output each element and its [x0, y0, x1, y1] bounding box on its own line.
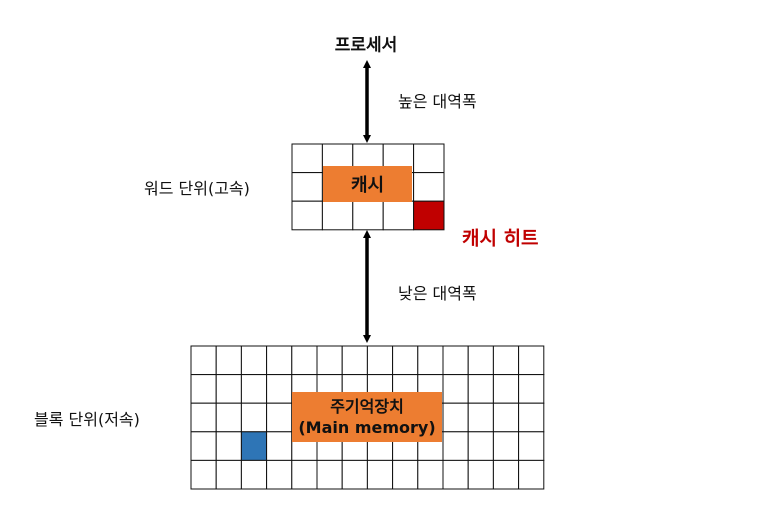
- memory-grid-cell: [467, 374, 494, 404]
- memory-grid-cell: [467, 431, 494, 461]
- cache-grid-cell: [321, 200, 354, 231]
- memory-grid-cell: [240, 374, 268, 404]
- cache-grid-cell: [352, 200, 384, 231]
- cache-grid-highlight-cell: [413, 200, 445, 231]
- memory-grid-cell: [266, 459, 293, 490]
- memory-grid-cell: [215, 402, 242, 433]
- cache-grid-cell: [413, 172, 445, 202]
- memory-grid-cell: [240, 345, 268, 376]
- memory-grid-cell: [190, 345, 217, 376]
- memory-grid-cell: [316, 459, 343, 490]
- memory-grid-cell: [442, 345, 469, 376]
- high-bandwidth-label: 높은 대역폭: [398, 92, 477, 111]
- memory-grid-cell: [291, 345, 318, 376]
- memory-grid-cell: [518, 431, 545, 461]
- cache-grid-cell: [382, 200, 415, 231]
- memory-grid-cell: [442, 459, 469, 490]
- memory-grid-cell: [190, 431, 217, 461]
- cache-label: 캐시: [350, 175, 385, 196]
- cache-box: 캐시: [323, 166, 412, 202]
- memory-grid-cell: [291, 459, 318, 490]
- memory-grid-cell: [518, 374, 545, 404]
- memory-grid-cell: [467, 345, 494, 376]
- memory-grid-cell: [215, 374, 242, 404]
- memory-grid-cell: [442, 402, 469, 433]
- memory-grid-cell: [392, 459, 419, 490]
- main-memory-english-label: (Main memory): [298, 418, 436, 437]
- main-memory-label: 주기억장치: [330, 397, 404, 416]
- memory-grid-cell: [518, 345, 545, 376]
- processor-label: 프로세서: [334, 35, 398, 56]
- memory-grid-highlight-cell: [240, 431, 268, 461]
- memory-grid-cell: [266, 374, 293, 404]
- memory-grid-cell: [492, 431, 520, 461]
- memory-grid-cell: [518, 402, 545, 433]
- memory-grid-cell: [492, 459, 520, 490]
- memory-grid-cell: [442, 374, 469, 404]
- cache-grid-cell: [291, 200, 323, 231]
- memory-grid-cell: [366, 459, 394, 490]
- cache-grid-cell: [413, 143, 445, 174]
- memory-grid-cell: [341, 345, 368, 376]
- memory-grid-cell: [392, 345, 419, 376]
- memory-grid-cell: [266, 431, 293, 461]
- memory-grid-cell: [215, 431, 242, 461]
- memory-grid-cell: [518, 459, 545, 490]
- memory-grid-cell: [442, 431, 469, 461]
- memory-grid-cell: [366, 345, 394, 376]
- word-unit-label: 워드 단위(고속): [144, 179, 250, 198]
- memory-grid-cell: [316, 345, 343, 376]
- memory-grid-cell: [492, 402, 520, 433]
- memory-grid-cell: [190, 459, 217, 490]
- cache-grid-cell: [291, 143, 323, 174]
- memory-grid-cell: [492, 345, 520, 376]
- low-bandwidth-label: 낮은 대역폭: [398, 284, 477, 303]
- memory-grid-cell: [190, 402, 217, 433]
- memory-grid-cell: [467, 459, 494, 490]
- memory-grid-cell: [240, 402, 268, 433]
- memory-grid-cell: [417, 459, 444, 490]
- memory-grid-cell: [492, 374, 520, 404]
- memory-grid-cell: [190, 374, 217, 404]
- cache-hit-label: 캐시 히트: [462, 227, 539, 250]
- cache-grid-cell: [291, 172, 323, 202]
- memory-grid-cell: [215, 459, 242, 490]
- main-memory-box: 주기억장치 (Main memory): [292, 392, 442, 442]
- memory-grid-cell: [266, 402, 293, 433]
- block-unit-label: 블록 단위(저속): [34, 410, 140, 429]
- memory-grid-cell: [266, 345, 293, 376]
- memory-grid-cell: [240, 459, 268, 490]
- memory-grid-cell: [341, 459, 368, 490]
- memory-grid-cell: [215, 345, 242, 376]
- memory-grid-cell: [467, 402, 494, 433]
- memory-grid-cell: [417, 345, 444, 376]
